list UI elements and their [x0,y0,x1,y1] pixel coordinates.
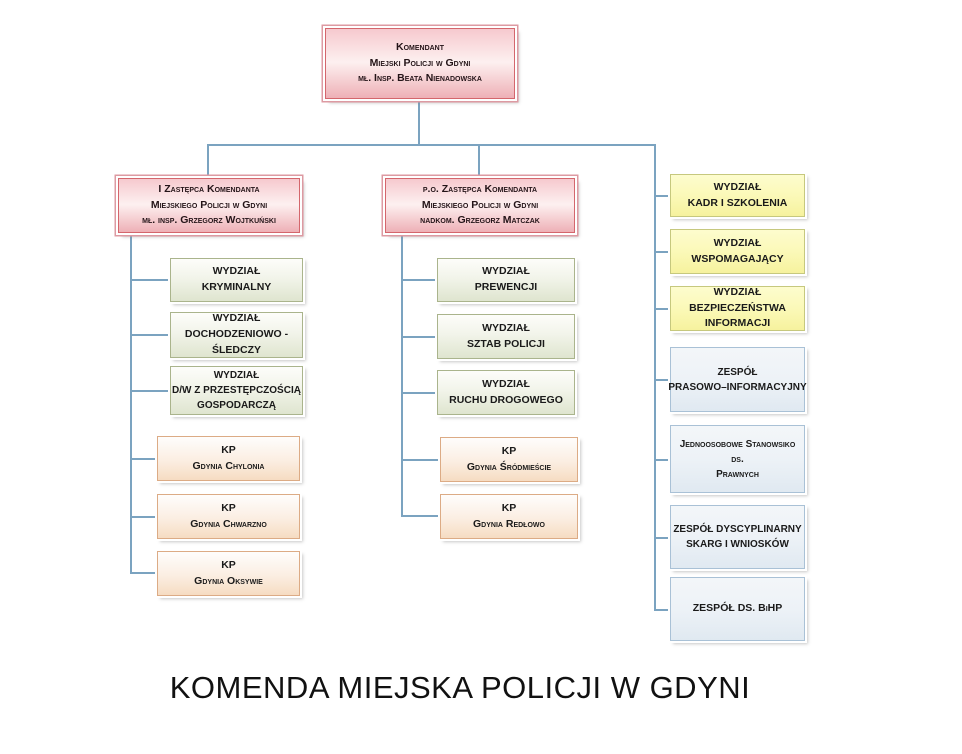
org-box-deputy-middle: p.o. Zastępca Komendanta Miejskiego Poli… [385,178,575,233]
connector-right-stub-5 [654,459,671,461]
connector-right-stub-6 [654,537,671,539]
box-text-line: Prawnych [716,468,759,480]
connector-middle-stub-1 [401,279,438,281]
box-text-line: Jednoosobowe Stanowsiko [679,438,796,450]
box-text-line: Gdynia Redłowo [473,517,545,530]
connector-right-stub-4 [654,379,671,381]
box-text-line: WYDZIAŁ [713,180,762,193]
box-text-line: Miejski Policji w Gdyni [369,56,471,69]
box-text-line: WYDZIAŁ [212,265,261,278]
box-text-line: WYDZIAŁ [482,321,530,334]
box-text-line: PRASOWO–INFORMACYJNY [668,381,807,393]
box-text-line: mł. Insp. Beata Nienadowska [358,72,482,85]
box-text-line: Gdynia Oksywie [194,574,263,587]
connector-top-vertical [418,99,420,145]
box-text-line: WSPOMAGAJĄCY [691,252,784,265]
org-box-kp-gdynia-chwarzno: KP Gdynia Chwarzno [157,494,300,539]
connector-left-stub-5 [130,516,158,518]
box-text-line: RUCHU DROGOWEGO [449,393,563,406]
box-text-line: mł. insp. Grzegorz Wojtkuński [142,214,276,227]
connector-drop-deputy-middle [478,144,480,178]
box-text-line: WYDZIAŁ [482,377,530,390]
org-box-wydzial-kryminalny: WYDZIAŁ KRYMINALNY [170,258,303,302]
connector-left-stub-4 [130,458,158,460]
connector-middle-stub-3 [401,392,438,394]
page-title: KOMENDA MIEJSKA POLICJI W GDYNI [169,670,751,705]
box-text-line: ZESPÓŁ [717,366,758,378]
box-text-line: Miejskiego Policji w Gdyni [421,198,539,211]
box-text-line: Gdynia Chylonia [192,459,265,472]
org-box-kp-gdynia-chylonia: KP Gdynia Chylonia [157,436,300,481]
org-box-kp-gdynia-redlowo: KP Gdynia Redłowo [440,494,578,539]
connector-top-horizontal [208,144,656,146]
box-text-line: nadkom. Grzegorz Matczak [420,214,540,227]
box-text-line: KP [501,444,517,457]
connector-left-stub-3 [130,390,171,392]
box-text-line: D/W Z PRZESTĘPCZOŚCIĄ [172,385,301,396]
org-box-wydzial-bezpieczenstwa-informacji: WYDZIAŁ BEZPIECZEŃSTWA INFORMACJI [670,286,805,331]
connector-middle-trunk [401,233,403,517]
connector-middle-stub-5 [401,515,441,517]
connector-right-stub-1 [654,195,671,197]
connector-left-stub-6 [130,572,158,574]
org-box-kp-gdynia-oksywie: KP Gdynia Oksywie [157,551,300,596]
box-text-line: KP [221,501,236,514]
box-text-line: KP [221,558,236,571]
org-box-zespol-bihp: ZESPÓŁ DS. BiHP [670,577,805,641]
box-text-line: Gdynia Śródmieście [466,460,552,473]
connector-right-stub-3 [654,308,671,310]
box-text-line: ZESPÓŁ DYSCYPLINARNY [673,524,802,535]
org-box-wydzial-ruchu-drogowego: WYDZIAŁ RUCHU DROGOWEGO [437,370,575,415]
box-text-line: INFORMACJI [704,317,771,330]
org-box-kp-gdynia-srodmiescie: KP Gdynia Śródmieście [440,437,578,482]
box-text-line: Komendant [395,40,445,53]
box-text-line: ŚLEDCZY [211,343,261,356]
box-text-line: PREWENCJI [474,281,538,293]
org-box-zespol-dyscyplinarny-skarg: ZESPÓŁ DYSCYPLINARNY SKARG I WNIOSKÓW [670,505,805,569]
box-text-line: WYDZIAŁ [213,370,260,381]
org-box-wydzial-sztab-policji: WYDZIAŁ SZTAB POLICJI [437,314,575,359]
box-text-line: I Zastępca Komendanta [158,182,260,195]
connector-right-stub-7 [654,609,671,611]
box-text-line: WYDZIAŁ [212,312,261,325]
box-text-line: WYDZIAŁ [482,265,530,278]
box-text-line: DOCHODZENIOWO - [184,328,289,341]
connector-middle-stub-2 [401,336,438,338]
box-text-line: SKARG I WNIOSKÓW [686,539,789,550]
box-text-line: KP [501,501,517,514]
org-box-wydzial-wspomagajacy: WYDZIAŁ WSPOMAGAJĄCY [670,229,805,274]
org-box-deputy-left: I Zastępca Komendanta Miejskiego Policji… [118,178,300,233]
box-text-line: GOSPODARCZĄ [197,400,276,411]
org-box-zespol-prasowo-informacyjny: ZESPÓŁ PRASOWO–INFORMACYJNY [668,347,807,412]
connector-drop-deputy-left [207,144,209,178]
box-text-line: KRYMINALNY [201,281,272,293]
org-box-wydzial-prewencji: WYDZIAŁ PREWENCJI [437,258,575,302]
connector-right-trunk [654,144,656,611]
connector-right-stub-2 [654,251,671,253]
org-box-wydzial-kadr-i-szkolenia: WYDZIAŁ KADR I SZKOLENIA [670,174,805,217]
box-text-line: p.o. Zastępca Komendanta [422,182,538,195]
box-text-line: WYDZIAŁ [713,285,762,298]
box-text-line: WYDZIAŁ [713,236,762,249]
box-text-line: ds. [731,453,744,465]
box-text-line: ZESPÓŁ DS. BiHP [692,602,783,615]
connector-middle-stub-4 [401,459,441,461]
org-box-wydzial-przestepczosc-gospodarcza: WYDZIAŁ D/W Z PRZESTĘPCZOŚCIĄ GOSPODARCZ… [170,366,303,415]
connector-left-trunk [130,233,132,574]
org-box-komendant: Komendant Miejski Policji w Gdyni mł. In… [325,28,515,99]
connector-left-stub-1 [130,279,171,281]
org-box-wydzial-dochodzeniowo-sledczy: WYDZIAŁ DOCHODZENIOWO - ŚLEDCZY [170,312,303,358]
box-text-line: Gdynia Chwarzno [190,517,267,530]
box-text-line: Miejskiego Policji w Gdyni [150,198,268,211]
connector-left-stub-2 [130,334,171,336]
box-text-line: KADR I SZKOLENIA [687,196,788,209]
org-box-jednoosobowe-stanowisko-prawne: Jednoosobowe Stanowsiko ds. Prawnych [670,425,805,493]
box-text-line: KP [221,443,236,456]
box-text-line: BEZPIECZEŃSTWA [689,301,786,314]
box-text-line: SZTAB POLICJI [467,337,545,350]
